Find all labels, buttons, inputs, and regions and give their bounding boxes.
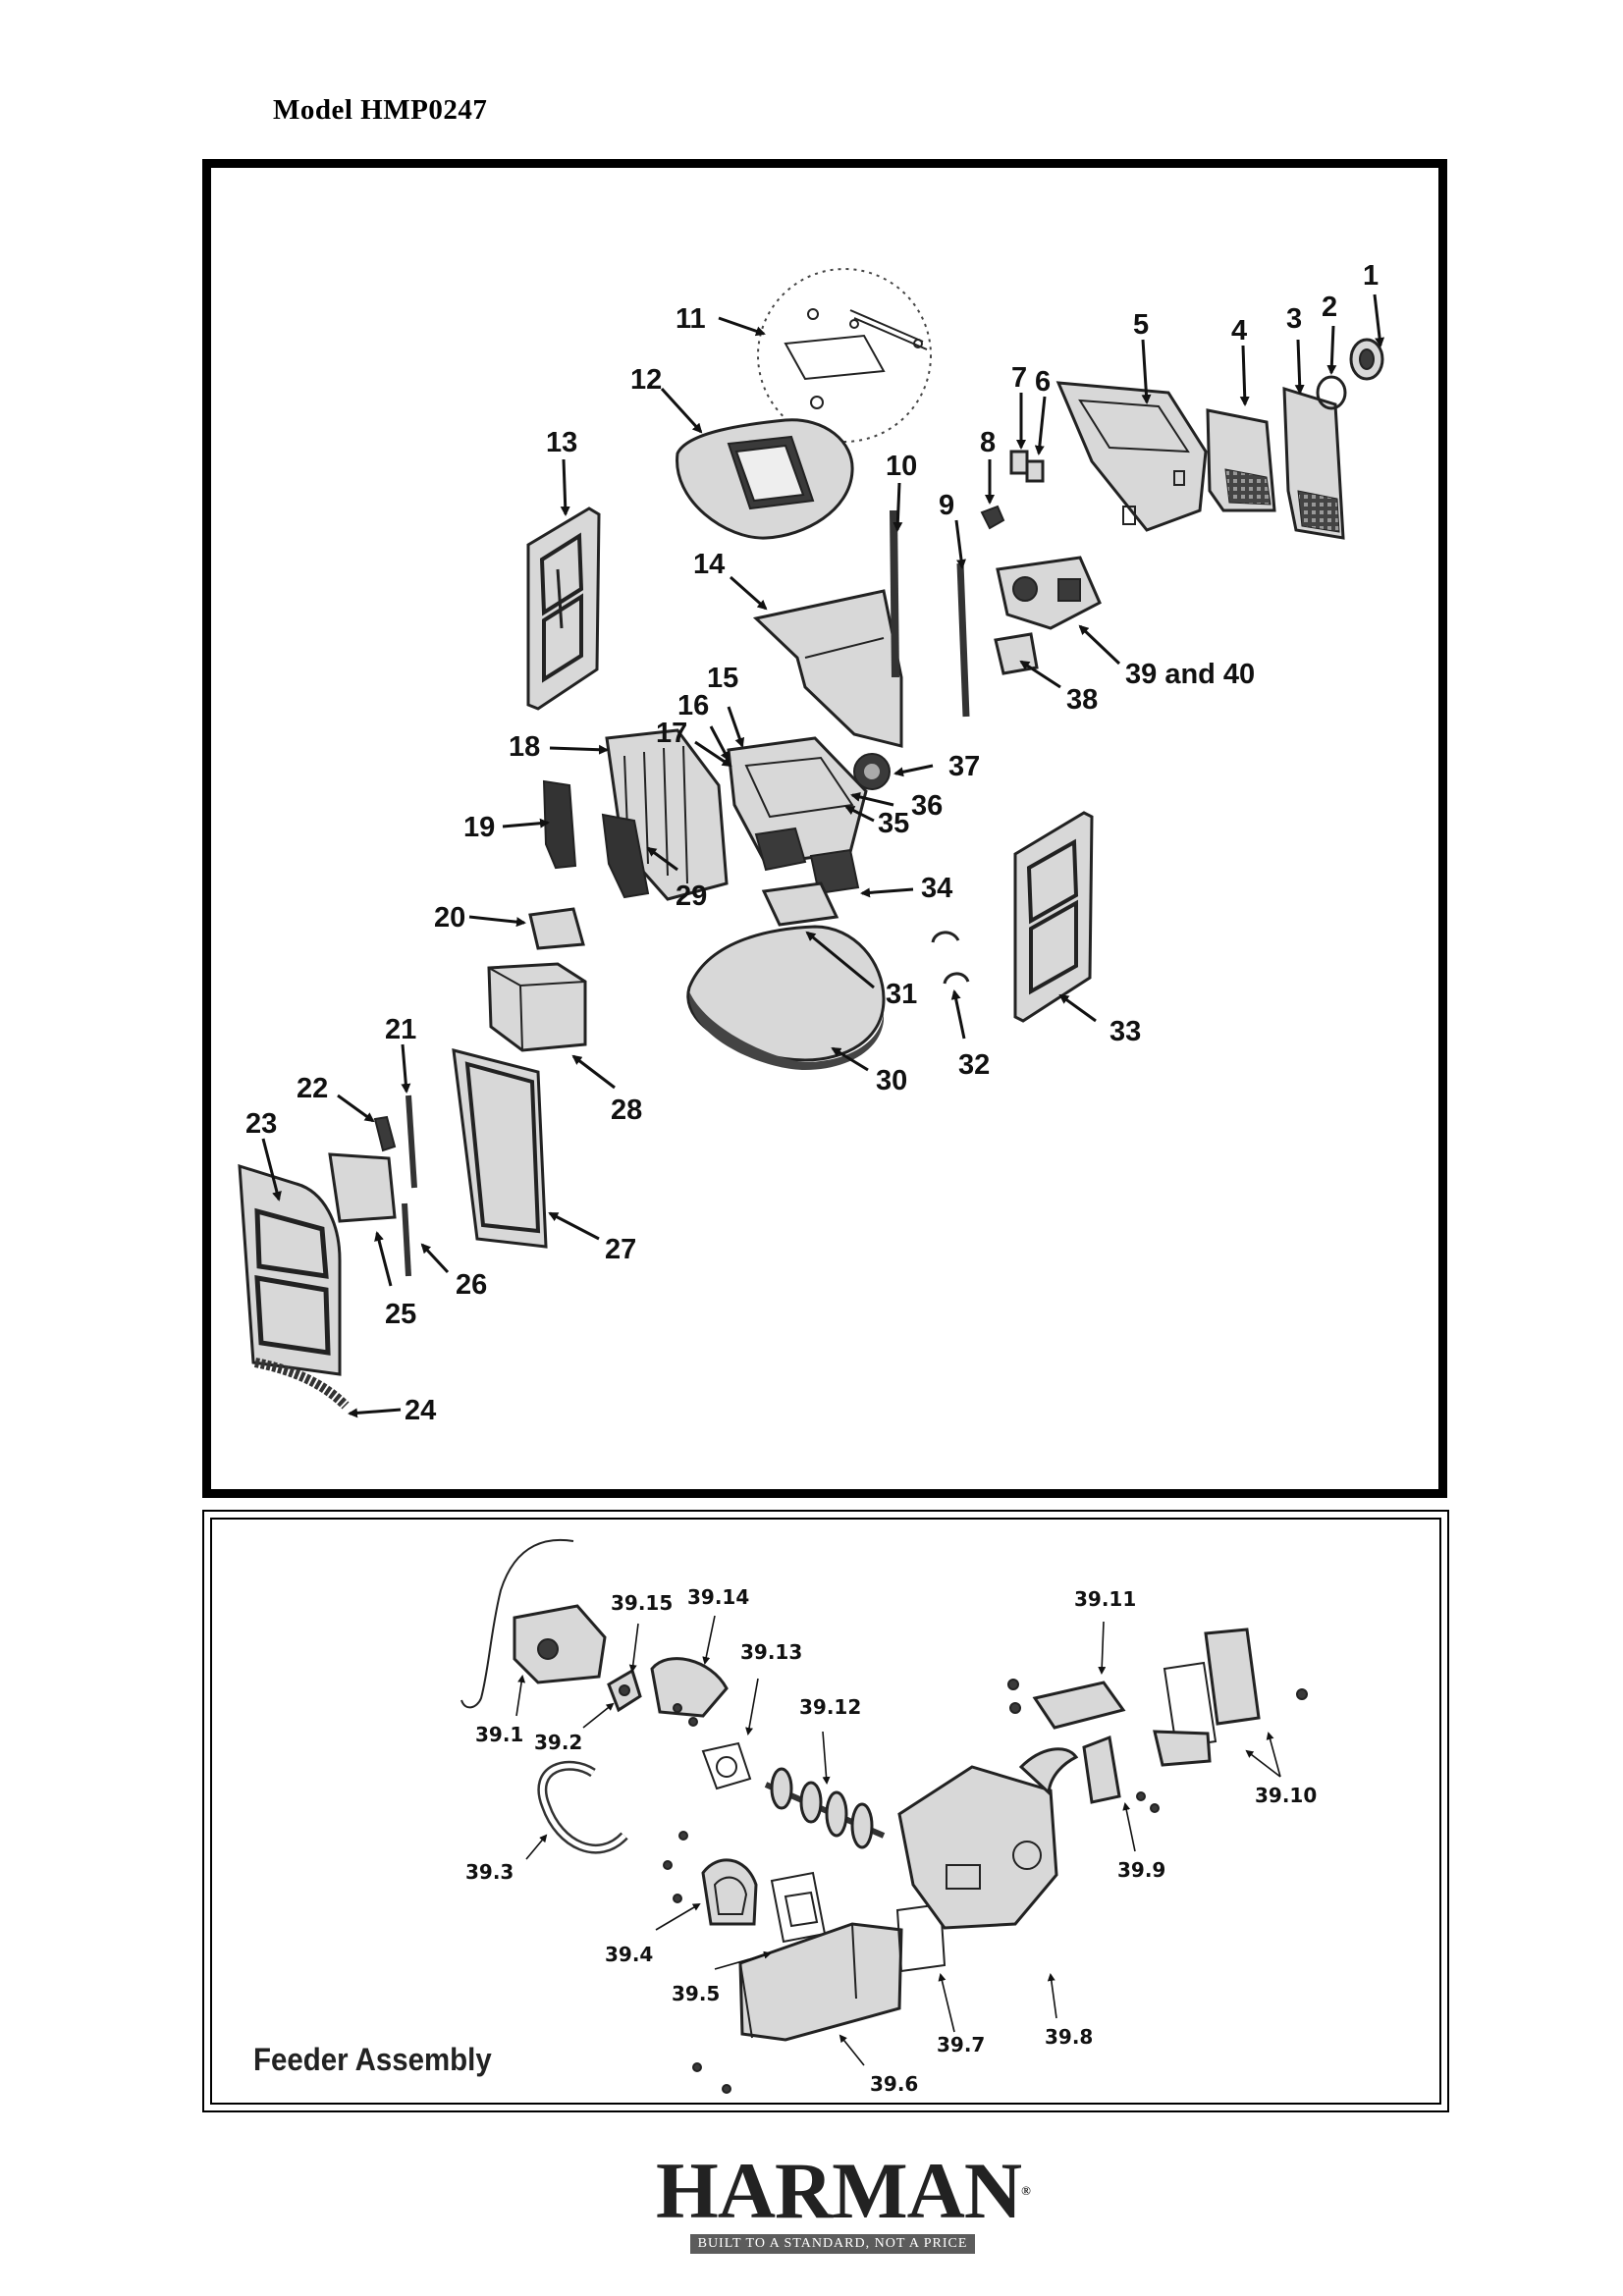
callout-39-11: 39.11 [1074,1587,1136,1611]
callout-7: 7 [1011,362,1027,394]
harman-logo: HARMAN® BUILT TO A STANDARD, NOT A PRICE [656,2151,1031,2254]
callout-33: 33 [1109,1016,1141,1047]
callout-39-13: 39.13 [740,1640,802,1664]
callout-21: 21 [385,1014,416,1045]
part-22-handle [373,1115,397,1152]
part-14-heat-shield [752,589,903,748]
feeder-assembly-title: Feeder Assembly [253,2042,492,2077]
part-34-convection-blowers [754,827,860,895]
part-39-feeder-motor [996,556,1102,630]
callout-14: 14 [693,549,725,580]
callout-39-2: 39.2 [534,1731,582,1754]
callout-19: 19 [463,812,495,843]
callout-20: 20 [434,902,465,934]
callout-28: 28 [611,1095,642,1126]
part-5-hopper [1055,381,1208,532]
callout-39-14: 39.14 [687,1585,749,1609]
callout-12: 12 [630,364,662,396]
callout-3: 3 [1286,303,1302,335]
callout-6: 6 [1035,366,1051,398]
callout-36: 36 [911,790,943,822]
callout-38: 38 [1066,684,1098,716]
part-8-switch [980,505,1005,530]
part-31-plate [761,881,839,927]
part-12-top-lid [676,418,854,540]
callout-22: 22 [297,1073,328,1104]
part-27-door-frame [452,1048,548,1249]
part-28-ash-pan [487,962,587,1052]
logo-tagline: BUILT TO A STANDARD, NOT A PRICE [689,2234,976,2254]
callout-39-and-40: 39 and 40 [1125,659,1255,690]
callout-29: 29 [676,881,707,912]
callout-39-15: 39.15 [611,1591,673,1615]
callout-18: 18 [509,731,540,763]
callout-15: 15 [707,663,738,694]
callout-23: 23 [245,1108,277,1140]
main-callout-arrows [261,294,1385,1418]
feeder-parts [460,1538,1308,2094]
logo-brand: HARMAN [656,2146,1022,2235]
callout-13: 13 [546,427,577,458]
callout-39-9: 39.9 [1117,1858,1165,1882]
callout-39-3: 39.3 [465,1860,514,1884]
part-4-side-shield [1206,408,1276,512]
callout-31: 31 [886,979,917,1010]
callout-4: 4 [1231,315,1247,347]
part-1-vent-cap [1349,338,1384,381]
callout-8: 8 [980,427,996,458]
callout-17: 17 [656,718,687,749]
callout-32: 32 [958,1049,990,1081]
part-19-baffle [542,779,577,870]
part-20-cleanout [528,907,585,950]
part-9-rod [956,562,970,718]
callout-39-5: 39.5 [672,1982,720,2005]
part-30-base [686,925,886,1070]
callout-39-10: 39.10 [1255,1784,1317,1807]
part-26-rod [402,1202,411,1277]
callout-39-1: 39.1 [475,1723,523,1746]
callout-10: 10 [886,451,917,482]
registered-mark: ® [1021,2183,1031,2198]
part-32-clips [931,931,970,985]
callout-39-8: 39.8 [1045,2025,1093,2049]
part-7-plate [1009,450,1029,475]
callout-11: 11 [676,303,706,335]
callout-39-12: 39.12 [799,1695,861,1719]
callout-27: 27 [605,1234,636,1265]
feeder-callout-labels: 39.1 39.2 39.3 39.4 39.5 39.6 39.7 39.8 … [465,1585,1317,2096]
callout-16: 16 [677,690,709,721]
callout-39-7: 39.7 [937,2033,985,2056]
part-25-glass [328,1152,397,1223]
part-3-side-shield [1282,386,1345,540]
callout-5: 5 [1133,309,1149,341]
callout-9: 9 [939,490,954,521]
part-23-front-door [238,1163,342,1376]
part-33-right-side-panel [1013,811,1094,1023]
part-24-gasket [254,1358,350,1410]
part-10-rod [890,509,899,678]
part-13-left-side-panel [526,507,601,711]
callout-34: 34 [921,873,952,904]
callout-37: 37 [948,751,980,782]
main-callout-labels: 1 2 3 4 5 6 7 8 9 10 11 12 13 14 15 16 1… [245,260,1379,1426]
part-2-ring [1316,375,1347,410]
model-title: Model HMP0247 [273,94,488,126]
callout-30: 30 [876,1065,907,1096]
callout-1: 1 [1363,260,1379,292]
part-37-combustion-blower [853,753,891,790]
callout-39-6: 39.6 [870,2072,918,2096]
feeder-callout-arrows [515,1615,1281,2066]
callout-24: 24 [405,1395,436,1426]
part-6-plate [1025,459,1045,483]
callout-39-4: 39.4 [605,1943,653,1966]
callout-26: 26 [456,1269,487,1301]
part-11-control-panel [757,268,932,443]
callout-35: 35 [878,808,909,839]
part-29-baffle [601,813,650,899]
part-21-latch-rod [406,1095,417,1189]
callout-25: 25 [385,1299,416,1330]
callout-2: 2 [1322,292,1337,323]
